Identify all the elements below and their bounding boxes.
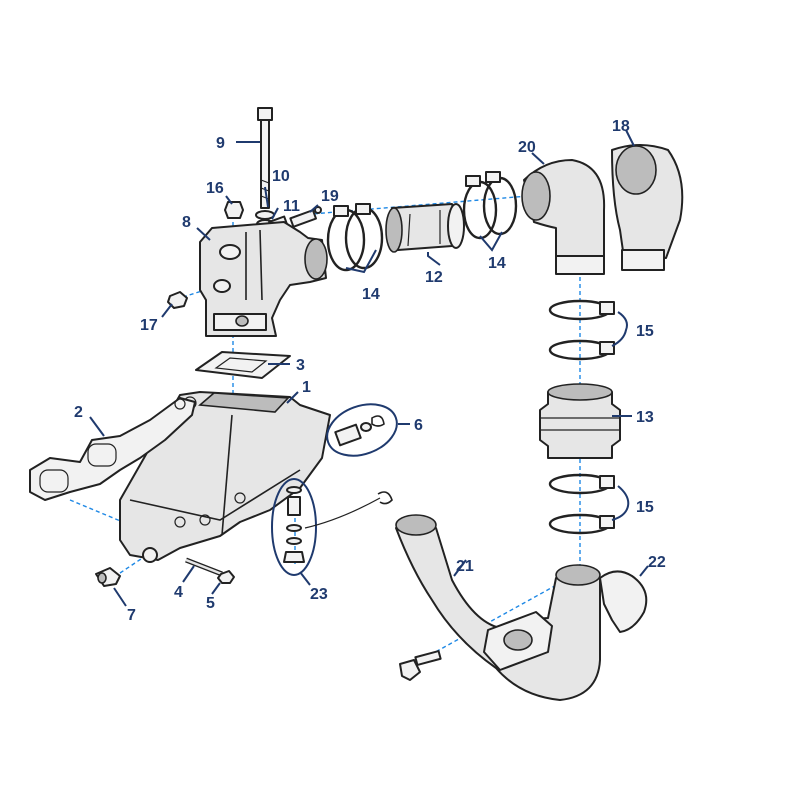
part-17-plug <box>167 291 188 309</box>
callout-2: 2 <box>74 404 83 421</box>
part-18-elbow <box>611 144 684 271</box>
part-8-elbow-riser <box>199 221 328 337</box>
callout-14-right: 14 <box>488 255 506 272</box>
callout-16: 16 <box>206 180 224 197</box>
part-1-manifold <box>119 391 331 563</box>
part-15-clamps-upper <box>548 299 615 361</box>
callout-leaders <box>89 129 649 607</box>
callout-9: 9 <box>216 135 225 152</box>
callout-19: 19 <box>321 188 339 205</box>
flange-bolt <box>399 650 442 681</box>
callout-8: 8 <box>182 214 191 231</box>
part-16-plug <box>224 201 244 219</box>
callout-5: 5 <box>206 595 215 612</box>
part-5-nut <box>217 570 235 584</box>
callout-3: 3 <box>296 357 305 374</box>
callout-12: 12 <box>425 269 443 286</box>
callout-20: 20 <box>518 139 536 156</box>
callout-labels: 9 10 11 16 19 8 17 3 1 2 6 7 4 5 14 12 1… <box>74 118 666 624</box>
callout-1: 1 <box>302 379 311 396</box>
callout-21: 21 <box>456 558 474 575</box>
callout-23: 23 <box>310 586 328 603</box>
part-9-bolt <box>257 107 273 209</box>
callout-22: 22 <box>648 554 666 571</box>
part-14-clamps-left <box>326 203 384 272</box>
part-12-hose <box>385 203 465 253</box>
part-21-exhaust-pipe <box>395 514 601 701</box>
part-4-stud <box>185 557 223 577</box>
part-19-fitting <box>289 206 322 228</box>
part-6-petcock <box>326 403 398 457</box>
callout-11: 11 <box>283 198 300 215</box>
part-23-fitting-set <box>271 478 393 576</box>
callout-6: 6 <box>414 417 423 434</box>
callout-13: 13 <box>636 409 654 426</box>
part-7-hose-fitting <box>95 567 121 587</box>
part-13-bellows <box>539 383 621 459</box>
part-20-elbow <box>521 159 606 275</box>
callout-7: 7 <box>127 607 136 624</box>
part-3-gasket <box>195 351 291 379</box>
part-2-gasket <box>29 397 196 501</box>
callout-17: 17 <box>140 317 158 334</box>
callout-4: 4 <box>174 584 183 601</box>
part-14-clamps-right <box>462 171 518 240</box>
part-22-flapper <box>599 570 648 633</box>
callout-15-upper: 15 <box>636 323 654 340</box>
callout-14-left: 14 <box>362 286 380 303</box>
part-15-clamps-lower <box>548 473 615 535</box>
callout-18: 18 <box>612 118 630 135</box>
callout-10: 10 <box>272 168 290 185</box>
callout-15-lower: 15 <box>636 499 654 516</box>
